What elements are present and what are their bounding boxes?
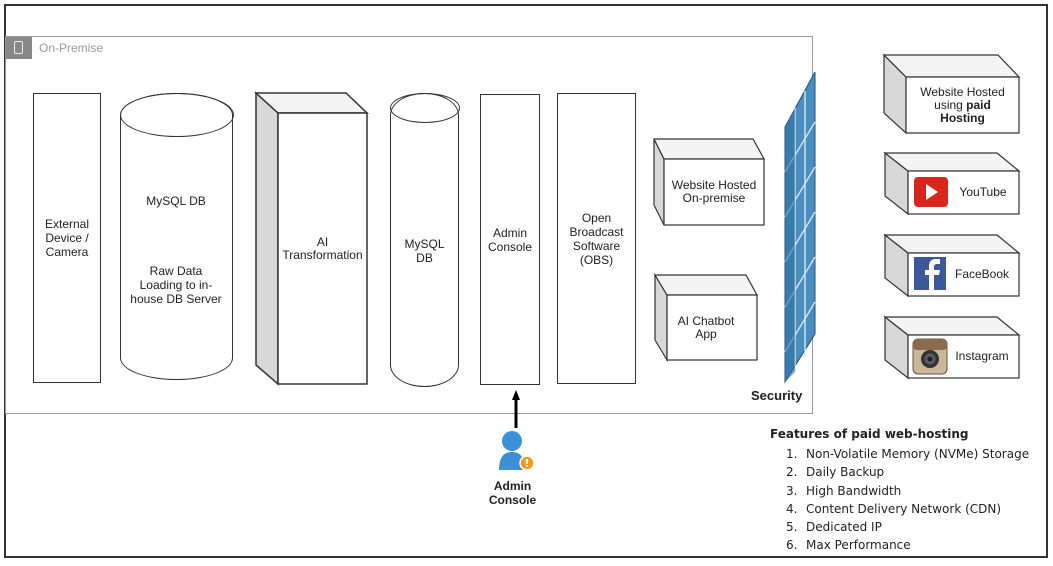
youtube-label: YouTube — [959, 185, 1007, 199]
list-item: 4.Content Delivery Network (CDN) — [786, 501, 1002, 516]
obs-box: Open Broadcast Software (OBS) — [557, 93, 636, 384]
security-label: Security — [751, 388, 803, 403]
list-item: 1.Non-Volatile Memory (NVMe) Storage — [786, 447, 1030, 461]
features-list: 1.Non-Volatile Memory (NVMe) Storage 2.D… — [786, 445, 1029, 555]
website-onpremise-label: Website Hosted On-premise — [671, 178, 757, 205]
admin-console-label: Admin Console — [487, 225, 533, 254]
admin-console-box: Admin Console — [480, 94, 540, 385]
external-device-label: External Device / Camera — [44, 217, 90, 259]
on-premise-label: On-Premise — [39, 41, 104, 55]
device-icon — [6, 37, 32, 59]
website-paid-line3: Hosting — [940, 110, 985, 125]
obs-label: Open Broadcast Software (OBS) — [569, 210, 624, 267]
facebook-label: FaceBook — [954, 267, 1010, 281]
list-item: 5.Dedicated IP — [786, 520, 882, 535]
website-paid-bold: paid — [966, 97, 991, 112]
mysql-db-2-label: MySQL DB — [404, 237, 445, 265]
list-item: 3.High Bandwidth — [786, 483, 902, 498]
arrow-up-icon — [512, 390, 520, 433]
external-device-box: External Device / Camera — [33, 93, 101, 383]
ai-transformation-label: AI Transformation — [282, 234, 363, 262]
list-item: 6.Max Performance — [786, 538, 911, 553]
website-paid-label: Website Hosted using paid Hosting — [906, 77, 1019, 133]
mysql-db-cylinder-1 — [119, 92, 234, 380]
raw-data-label: Raw Data Loading to in-house DB Server — [130, 264, 222, 306]
instagram-label: Instagram — [955, 349, 1009, 363]
features-title: Features of paid web-hosting — [770, 427, 969, 441]
mysql-db-1-label: MySQL DB — [146, 194, 206, 208]
firewall-icon — [783, 71, 817, 389]
user-icon — [498, 430, 538, 479]
mysql-db-cylinder-2 — [389, 92, 460, 387]
admin-user-label: Admin Console — [488, 479, 537, 507]
ai-chatbot-label: AI Chatbot App — [677, 313, 735, 341]
list-item: 2.Daily Backup — [786, 465, 885, 480]
website-paid-line2: using — [934, 97, 967, 112]
website-paid-line1: Website Hosted — [920, 84, 1005, 99]
